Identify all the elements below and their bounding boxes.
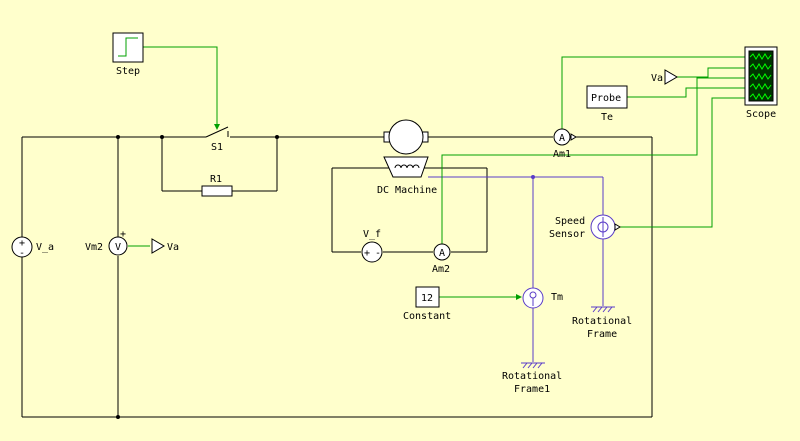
vm2-plus: + — [120, 229, 126, 240]
ammeter-am1[interactable]: A Am1 — [553, 128, 577, 160]
ammeter-am2[interactable]: A Am2 — [432, 243, 451, 275]
vf-label: V_f — [363, 229, 381, 240]
junction-dots — [116, 135, 279, 419]
voltmeter-vm2[interactable]: V + Vm2 — [85, 229, 128, 256]
am2-glyph: A — [439, 248, 445, 259]
probe-label: Probe — [591, 93, 621, 104]
scope[interactable]: Scope — [744, 46, 778, 120]
rotational-frame[interactable]: Rotational Frame — [572, 306, 632, 340]
am1-label: Am1 — [553, 149, 571, 160]
speed-sensor[interactable]: Speed Sensor — [549, 214, 621, 240]
dc-machine-label: DC Machine — [377, 185, 437, 196]
va-from-tag[interactable]: Va — [651, 69, 678, 85]
resistor-r1[interactable]: R1 — [201, 174, 233, 197]
rotational-frame1-label-1: Rotational — [502, 371, 562, 382]
electrical-wiring — [21, 136, 653, 418]
signal-wiring — [128, 46, 747, 300]
probe-block[interactable]: Probe Te — [586, 85, 628, 123]
s1-label: S1 — [211, 142, 223, 153]
tm-label: Tm — [551, 292, 563, 303]
dc-machine[interactable]: DC Machine — [377, 119, 437, 196]
switch-s1[interactable]: S1 — [205, 126, 229, 153]
constant-label: Constant — [403, 311, 451, 322]
rotational-frame-label-2: Frame — [587, 329, 617, 340]
voltage-source-vf[interactable]: + - V_f — [361, 229, 383, 263]
vf-minus: - — [375, 248, 381, 259]
mechanical-shaft — [428, 175, 604, 362]
step-label: Step — [116, 66, 140, 77]
voltmeter-glyph: V — [115, 242, 121, 253]
va-from-label: Va — [651, 73, 663, 84]
rotational-frame1[interactable]: Rotational Frame1 — [502, 362, 562, 395]
rotational-frame1-label-2: Frame1 — [514, 384, 550, 395]
speed-sensor-label-2: Sensor — [549, 229, 585, 240]
torque-source-tm[interactable]: Tm — [522, 287, 563, 309]
scope-label: Scope — [746, 109, 776, 120]
va-source-label: V_a — [36, 242, 54, 253]
constant-value: 12 — [421, 293, 433, 304]
vm2-label: Vm2 — [85, 242, 103, 253]
va-source-minus: - — [19, 248, 25, 259]
va-goto-label: Va — [167, 242, 179, 253]
am2-label: Am2 — [432, 264, 450, 275]
va-source-plus: + — [19, 238, 25, 249]
voltage-source-va[interactable]: + - V_a — [11, 236, 54, 259]
va-goto-tag[interactable]: Va — [151, 238, 179, 254]
speed-sensor-label-1: Speed — [555, 216, 585, 227]
te-label: Te — [601, 112, 613, 123]
r1-label: R1 — [210, 174, 222, 185]
vf-plus: + — [364, 248, 370, 259]
am1-glyph: A — [559, 133, 565, 144]
rotational-frame-label-1: Rotational — [572, 316, 632, 327]
constant-block[interactable]: 12 Constant — [403, 286, 451, 322]
step-block[interactable]: Step — [112, 32, 144, 77]
